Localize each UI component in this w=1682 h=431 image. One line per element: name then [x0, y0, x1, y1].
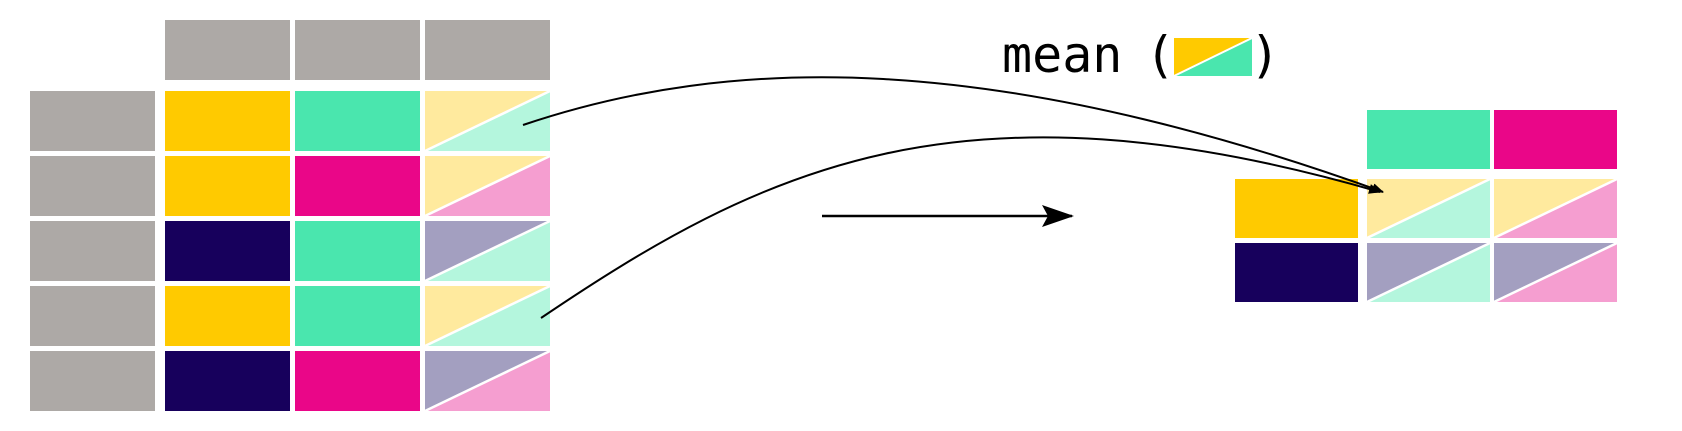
input-row-key-cell [30, 286, 155, 346]
input-value-cell-divider [424, 219, 551, 283]
mapping-arrow-lower [540, 136, 1381, 319]
input-category-cell [295, 91, 420, 151]
input-category-cell [295, 351, 420, 411]
input-header-cell [425, 20, 550, 80]
mapping-arrow-upper [522, 76, 1384, 193]
input-group-cell [165, 221, 290, 281]
input-value-cell-divider [424, 89, 551, 153]
input-row-key-cell [30, 156, 155, 216]
input-row-key-cell [30, 351, 155, 411]
formula-label: mean ( ) [1002, 26, 1280, 84]
output-mean-cell-divider [1366, 241, 1491, 304]
output-mean-cell [1493, 177, 1618, 240]
output-table [1235, 110, 1618, 304]
input-value-cell [424, 349, 551, 413]
input-header-cell [165, 20, 290, 80]
input-value-cell [424, 154, 551, 218]
output-mean-cell [1493, 241, 1618, 304]
output-mean-cell-divider [1366, 177, 1491, 240]
input-value-cell-divider [424, 154, 551, 218]
input-row-key-cell [30, 91, 155, 151]
close-paren-text: ) [1250, 26, 1280, 84]
input-header-cell [295, 20, 420, 80]
output-mean-cell [1366, 241, 1491, 304]
output-header-cell [1494, 110, 1617, 169]
output-mean-cell [1366, 177, 1491, 240]
function-name-text: mean [1002, 26, 1122, 84]
input-group-cell [165, 351, 290, 411]
input-value-cell [424, 89, 551, 153]
input-value-cell [424, 219, 551, 283]
input-category-cell [295, 156, 420, 216]
output-group-cell [1235, 179, 1358, 238]
input-value-cell-divider [424, 349, 551, 413]
input-category-cell [295, 221, 420, 281]
output-mean-cell-divider [1493, 241, 1618, 304]
input-row-key-cell [30, 221, 155, 281]
output-mean-cell-divider [1493, 177, 1618, 240]
input-value-cell [424, 284, 551, 348]
argument-icon-divider [1173, 37, 1253, 77]
output-header-cell [1367, 110, 1490, 169]
input-group-cell [165, 91, 290, 151]
open-paren-text: ( [1145, 26, 1175, 84]
mean-argument-icon [1173, 37, 1253, 77]
input-category-cell [295, 286, 420, 346]
input-value-cell-divider [424, 284, 551, 348]
input-group-cell [165, 156, 290, 216]
input-group-cell [165, 286, 290, 346]
output-group-cell [1235, 243, 1358, 302]
input-table [30, 20, 551, 413]
